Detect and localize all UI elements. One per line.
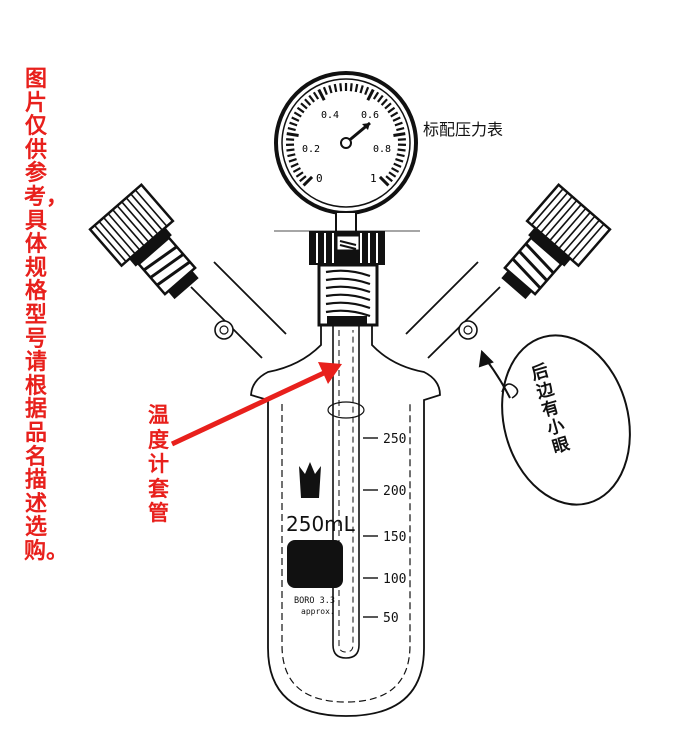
gauge-tick (322, 86, 328, 96)
gauge-tick (289, 121, 298, 127)
frosted-marking-patch (287, 540, 343, 588)
gauge-tick (312, 91, 320, 100)
gauge-tick (339, 83, 343, 92)
gauge-tick (397, 148, 406, 152)
gauge-tick (380, 98, 388, 106)
gauge-tick (372, 91, 380, 100)
gauge-tick (391, 167, 400, 173)
note-oval (478, 334, 631, 506)
gauge-tick (396, 153, 405, 158)
gauge-label: 标配压力表 (423, 120, 504, 139)
gauge-tick (286, 148, 295, 152)
gauge-tick (288, 158, 297, 163)
capacity-label: 250mL (286, 512, 356, 536)
gauge-tick (388, 171, 397, 178)
scale-label: 150 (383, 530, 406, 545)
gauge-tick (328, 85, 333, 94)
scale-label: 200 (383, 484, 406, 499)
gauge-tick (291, 116, 300, 122)
gauge-tick (364, 86, 370, 96)
gauge-tick-label: 0 (316, 172, 323, 185)
volume-scale (363, 437, 378, 618)
gauge-tick (378, 175, 390, 187)
gauge-tick-label: 1 (370, 172, 377, 185)
gauge-tick (296, 106, 305, 114)
gauge-tick-label: 0.8 (373, 144, 391, 155)
gauge-tick (387, 106, 396, 114)
gauge-tick (354, 83, 359, 93)
center-cap (309, 231, 385, 327)
gauge-tick (394, 121, 403, 127)
gauge-tick (286, 138, 295, 141)
gauge-tick (393, 162, 402, 168)
gauge-tick (395, 158, 404, 163)
gauge-tick (384, 102, 392, 110)
scale-label: 50 (383, 611, 399, 626)
gauge-tick (393, 132, 406, 137)
gauge-tick-label: 0.4 (321, 110, 339, 121)
right-side-arm (405, 183, 612, 359)
gauge-tick (317, 88, 326, 101)
flask-body (250, 326, 441, 717)
glass-spec-text: BORO 3.3 (294, 596, 335, 606)
gauge-tick (397, 138, 406, 141)
gauge-tick (292, 167, 301, 173)
thermowell-tube (332, 326, 360, 659)
gauge-tick (392, 116, 401, 122)
disclaimer-text: 图片仅供参考，具体规格型号请根据品名描述选购。 (24, 67, 69, 564)
gauge-tick (299, 175, 307, 183)
pressure-gauge: 0.4 0.6 0.2 0.8 0 1 (274, 71, 420, 233)
scale-label: 250 (383, 432, 406, 447)
scale-label: 100 (383, 572, 406, 587)
gauge-tick-label: 0.6 (361, 110, 379, 121)
gauge-tick (287, 127, 296, 132)
gauge-tick (359, 85, 364, 94)
gauge-tick (366, 88, 375, 101)
gauge-tick (302, 175, 314, 187)
gauge-tick (290, 162, 299, 168)
gauge-tick (390, 111, 399, 118)
glass-logo (299, 462, 321, 498)
gauge-tick (308, 94, 315, 103)
gauge-tick (304, 98, 312, 106)
thermowell-label: 温度计套管 (148, 403, 169, 525)
gauge-tick (396, 127, 405, 132)
gauge-tick (333, 83, 338, 93)
gauge-tick (293, 111, 302, 118)
gauge-tick (300, 102, 308, 110)
glass-spec-text: approx. (301, 607, 335, 616)
left-side-arm (88, 183, 287, 359)
gauge-tick (385, 175, 393, 183)
gauge-tick (349, 83, 353, 92)
gauge-tick (377, 94, 384, 103)
red-arrow (170, 362, 342, 447)
gauge-tick (295, 171, 304, 178)
gauge-tick (287, 153, 296, 158)
gauge-tick (286, 132, 299, 137)
gauge-tick-label: 0.2 (302, 144, 320, 155)
